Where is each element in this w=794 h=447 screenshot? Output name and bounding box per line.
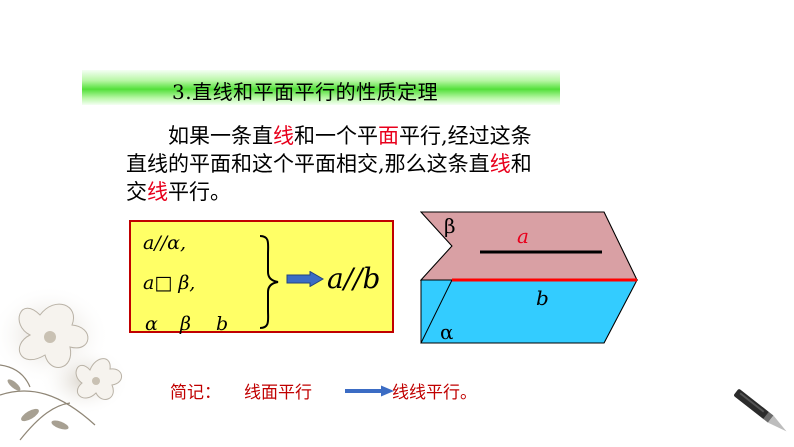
highlight-line: 线 (147, 180, 168, 204)
parallel-planes-diagram (420, 211, 638, 344)
summary-label: 简记： (170, 383, 221, 403)
flower-decoration-icon (0, 275, 150, 447)
formula-conclusion: a//b (327, 262, 381, 295)
formula-condition-2: a□ β, (143, 272, 196, 294)
formula-condition-3-beta: β (180, 313, 191, 335)
formula-condition-1: a//α, (143, 232, 187, 254)
label-a: a (517, 224, 529, 248)
highlight-line: 线 (273, 124, 294, 148)
slide-title: 3.直线和平面平行的性质定理 (172, 80, 439, 104)
theorem-line-1: 如果一条直线和一个平面平行,经过这条 (168, 124, 532, 148)
title-bar (82, 70, 560, 105)
summary-arrow-icon (345, 385, 394, 397)
formula-condition-3-b: b (216, 313, 229, 335)
brush-decoration-icon (734, 389, 787, 432)
summary-from: 线面平行 (244, 383, 312, 403)
label-alpha: α (440, 320, 454, 344)
label-beta: β (444, 214, 456, 238)
theorem-line-3: 交线平行。 (126, 180, 231, 204)
label-b: b (536, 286, 549, 310)
formula-condition-3-alpha: α (145, 313, 158, 335)
theorem-line-2: 直线的平面和这个平面相交,那么这条直线和 (126, 152, 532, 176)
formula-box (129, 220, 394, 333)
right-brace-icon (259, 235, 279, 329)
theorem-statement: 如果一条直线和一个平面平行,经过这条 直线的平面和这个平面相交,那么这条直线和 … (126, 122, 596, 206)
implies-arrow-icon (286, 271, 324, 287)
summary-to: 线线平行。 (392, 383, 477, 403)
highlight-line: 线 (489, 152, 511, 176)
highlight-plane: 面 (378, 124, 399, 148)
